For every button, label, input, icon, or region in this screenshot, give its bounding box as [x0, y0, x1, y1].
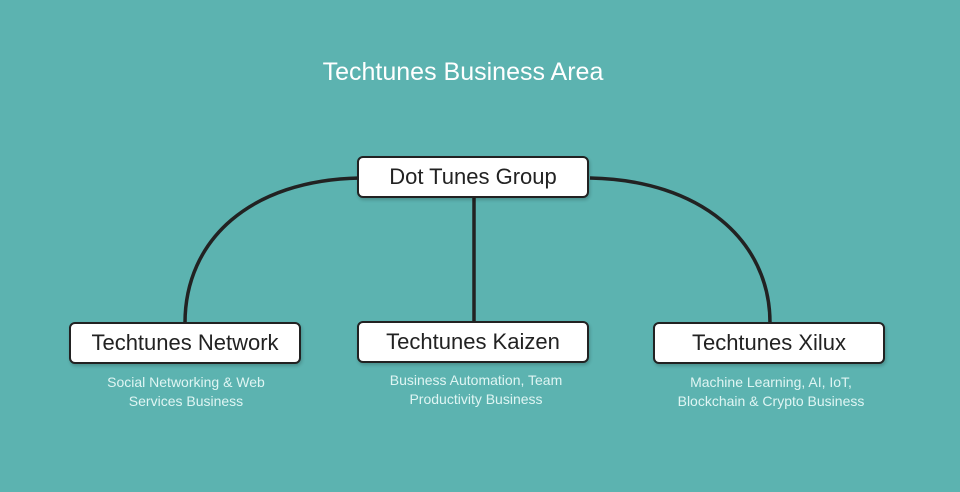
node-techtunes-kaizen[interactable]: Techtunes Kaizen — [357, 321, 589, 363]
node-techtunes-xilux[interactable]: Techtunes Xilux — [653, 322, 885, 364]
description-line: Services Business — [128, 393, 244, 409]
node-description: Machine Learning, AI, IoT, Blockchain & … — [641, 373, 901, 411]
description-line: Productivity Business — [409, 391, 543, 407]
connector-network — [183, 176, 361, 324]
description-line: Business Automation, Team — [389, 372, 563, 388]
description-line: Social Networking & Web — [107, 374, 265, 390]
description-line: Machine Learning, AI, IoT, — [690, 374, 852, 390]
node-label: Techtunes Xilux — [691, 330, 847, 355]
root-node[interactable]: Dot Tunes Group — [357, 156, 589, 198]
description-line: Blockchain & Crypto Business — [677, 393, 865, 409]
root-node-label: Dot Tunes Group — [389, 164, 557, 189]
node-label: Techtunes Network — [91, 330, 279, 355]
node-description: Business Automation, Team Productivity B… — [346, 371, 606, 409]
node-description: Social Networking & Web Services Busines… — [56, 373, 316, 411]
node-techtunes-network[interactable]: Techtunes Network — [69, 322, 301, 364]
connector-xilux — [589, 176, 772, 324]
node-label: Techtunes Kaizen — [386, 329, 560, 354]
diagram-title: Techtunes Business Area — [322, 58, 604, 86]
